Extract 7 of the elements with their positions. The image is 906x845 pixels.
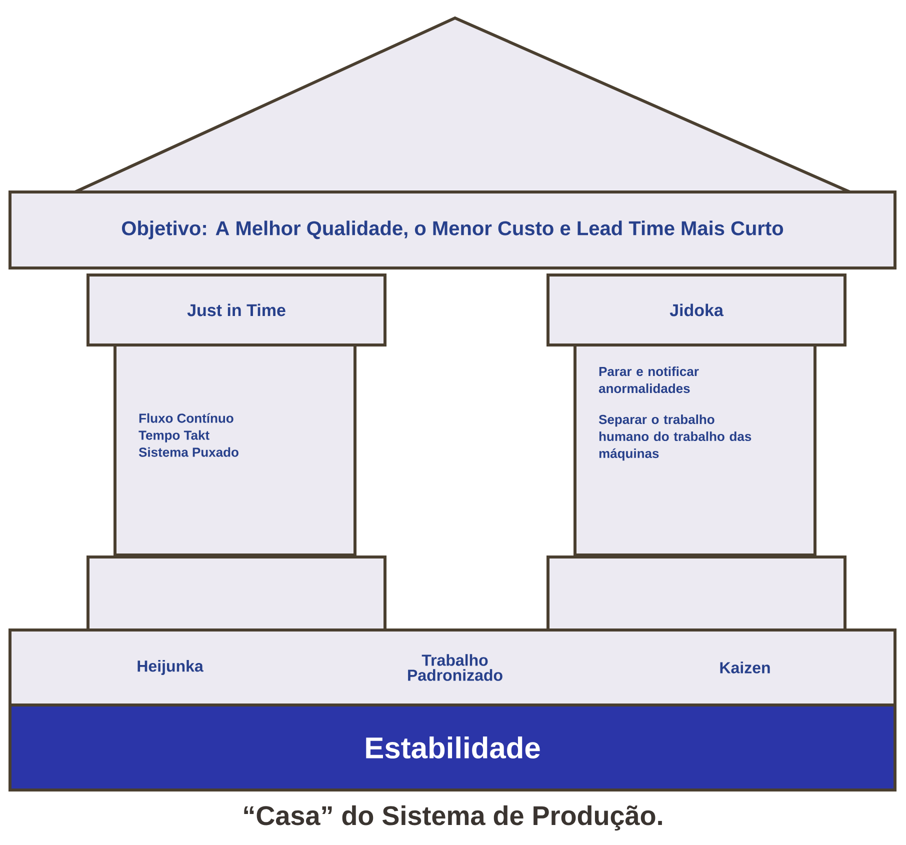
objective-beam: Objetivo: A Melhor Qualidade, o Menor Custo e Lead Time Mais Curto: [8, 190, 896, 270]
pillar-base: [86, 555, 386, 632]
pillar-base: [546, 555, 846, 632]
base-band: Estabilidade: [8, 703, 896, 792]
caption: “Casa” do Sistema de Produção.: [244, 805, 662, 831]
pillar-capital: Jidoka: [546, 273, 846, 346]
pillar-capital: Just in Time: [86, 273, 386, 346]
